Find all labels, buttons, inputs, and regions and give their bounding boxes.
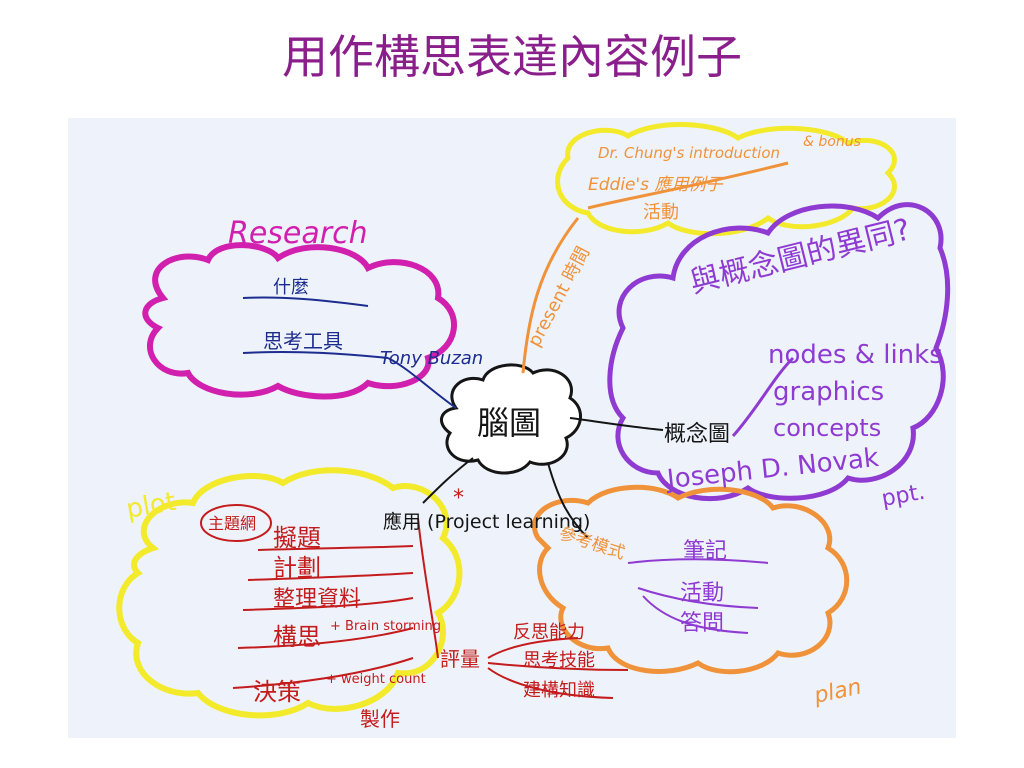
evaluate-line-3	[487, 667, 614, 699]
plan-item-2: 活動	[680, 581, 724, 606]
concept-cloud	[607, 202, 951, 502]
topic-label: 主題網	[208, 514, 256, 533]
present-note: & bonus	[803, 134, 861, 150]
research-line-2	[242, 350, 389, 359]
center-cloud	[440, 363, 582, 475]
branch-to-concept	[569, 417, 664, 431]
slide-title: 用作構思表達內容例子	[282, 30, 742, 84]
topic-bubble	[200, 504, 272, 542]
research-item-1: 什麼	[273, 277, 309, 298]
present-cloud	[555, 121, 897, 237]
mind-map-photo: 腦圖 Research 什麼 思考工具 Tony Buzan Dr. Chung…	[68, 118, 956, 738]
present-item-1: Dr. Chung's introduction	[598, 144, 780, 162]
apply-label: 應用 (Project learning)	[383, 510, 590, 533]
evaluate-item-1: 反思能力	[513, 622, 585, 643]
research-line-1	[242, 296, 369, 307]
research-cloud	[142, 242, 457, 400]
apply-line-5	[232, 657, 414, 689]
branch-to-present	[521, 217, 580, 374]
evaluate-line-1	[487, 637, 579, 659]
concept-label: 概念圖	[664, 422, 730, 447]
branch-to-apply	[422, 457, 474, 504]
branch-to-research	[387, 357, 457, 409]
present-item-3: 活動	[643, 202, 679, 223]
apply-item-4: 構思	[273, 623, 321, 651]
evaluate-item-2: 思考技能	[523, 650, 595, 671]
apply-item-1: 擬題	[273, 524, 321, 552]
plan-item-3: 答問	[680, 611, 724, 636]
apply-line-4	[237, 627, 414, 649]
apply-item-5: + Brain storming	[330, 619, 441, 634]
apply-item-6: 決策	[253, 678, 301, 706]
apply-line-3	[242, 597, 414, 611]
apply-item-2: 計劃	[273, 554, 321, 582]
present-item-2: Eddie's 應用例子	[588, 175, 723, 195]
plan-cloud	[531, 484, 850, 675]
evaluate-line-2	[487, 662, 629, 671]
evaluate-label: 評量	[440, 647, 480, 671]
branch-to-evaluate	[417, 517, 439, 659]
apply-star: *	[453, 486, 464, 511]
present-line	[587, 161, 789, 210]
evaluate-item-3: 建構知識	[523, 680, 595, 701]
concept-item-1: nodes & links	[768, 340, 943, 370]
research-label: Research	[228, 216, 368, 251]
research-item-3: Tony Buzan	[380, 348, 483, 369]
concept-item-2: graphics	[773, 377, 884, 407]
plan-item-1: 筆記	[683, 539, 727, 564]
apply-line-1	[257, 545, 414, 551]
center-label: 腦圖	[477, 404, 541, 442]
concept-item-3: concepts	[773, 414, 881, 442]
branch-to-plan	[547, 462, 589, 539]
apply-line-2	[247, 572, 414, 581]
plan-line-1	[627, 558, 769, 564]
apply-item-7: + weight count	[326, 672, 426, 687]
plan-line-2	[637, 587, 759, 609]
apply-item-3: 整理資料	[273, 587, 361, 612]
mind-map-drawing: 腦圖 Research 什麼 思考工具 Tony Buzan Dr. Chung…	[68, 118, 956, 738]
plan-line-3	[642, 595, 749, 634]
research-item-2: 思考工具	[263, 329, 343, 353]
plot-cloud	[116, 467, 463, 719]
concept-line	[731, 356, 795, 437]
apply-item-8: 製作	[360, 707, 400, 731]
